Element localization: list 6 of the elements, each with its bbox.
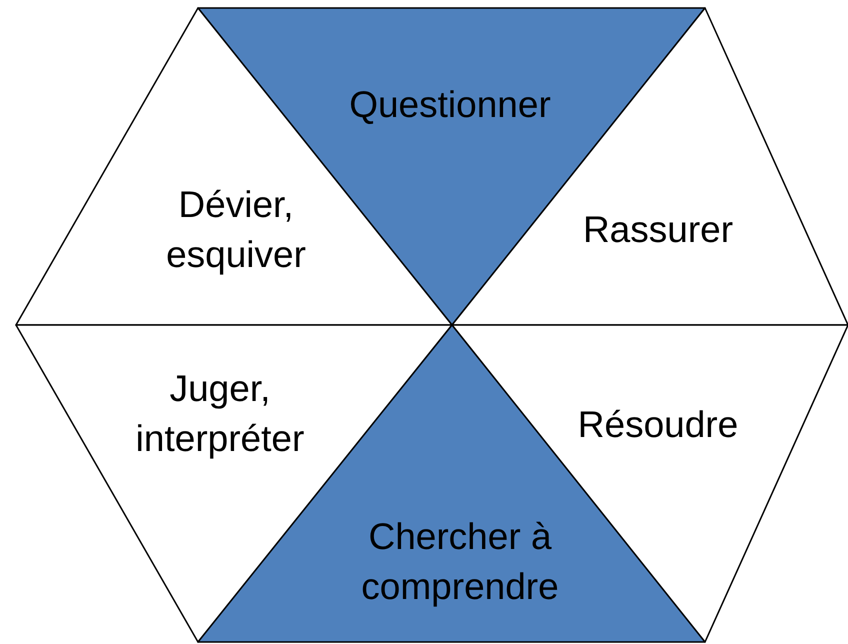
segment-label: Questionner	[348, 83, 552, 128]
segment-label: Dévier, esquiver	[165, 183, 307, 277]
segment-label: Rassurer	[582, 208, 734, 252]
segment-label: Résoudre	[576, 403, 740, 448]
segment-label: Chercher à comprendre	[360, 515, 560, 609]
segment-label: Juger, interpréter	[134, 367, 306, 461]
